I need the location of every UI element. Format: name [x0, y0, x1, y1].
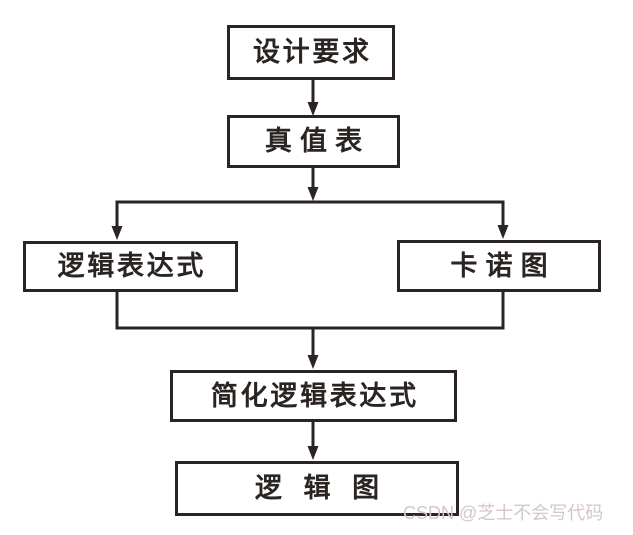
node-logic-diagram: 逻辑图	[175, 461, 459, 516]
node-simplified-logic-expression: 简化逻辑表达式	[170, 370, 457, 422]
arrowhead-into-logic-diagram	[307, 446, 319, 460]
node-truth-table: 真值表	[227, 115, 400, 168]
branch-split-line	[115, 200, 505, 228]
csdn-watermark: CSDN @芝士不会写代码	[403, 503, 604, 523]
node-karnaugh-map: 卡诺图	[397, 240, 601, 292]
arrowhead-into-logic-expression	[111, 226, 123, 240]
arrowhead-into-branch	[307, 187, 319, 201]
node-logic-expression: 逻辑表达式	[23, 241, 238, 292]
branch-merge-line	[115, 292, 505, 330]
arrowhead-into-truth-table	[307, 102, 319, 116]
arrowhead-into-karnaugh-map	[497, 225, 509, 239]
node-design-requirements: 设计要求	[227, 25, 395, 80]
arrowhead-into-simplified	[307, 355, 319, 369]
